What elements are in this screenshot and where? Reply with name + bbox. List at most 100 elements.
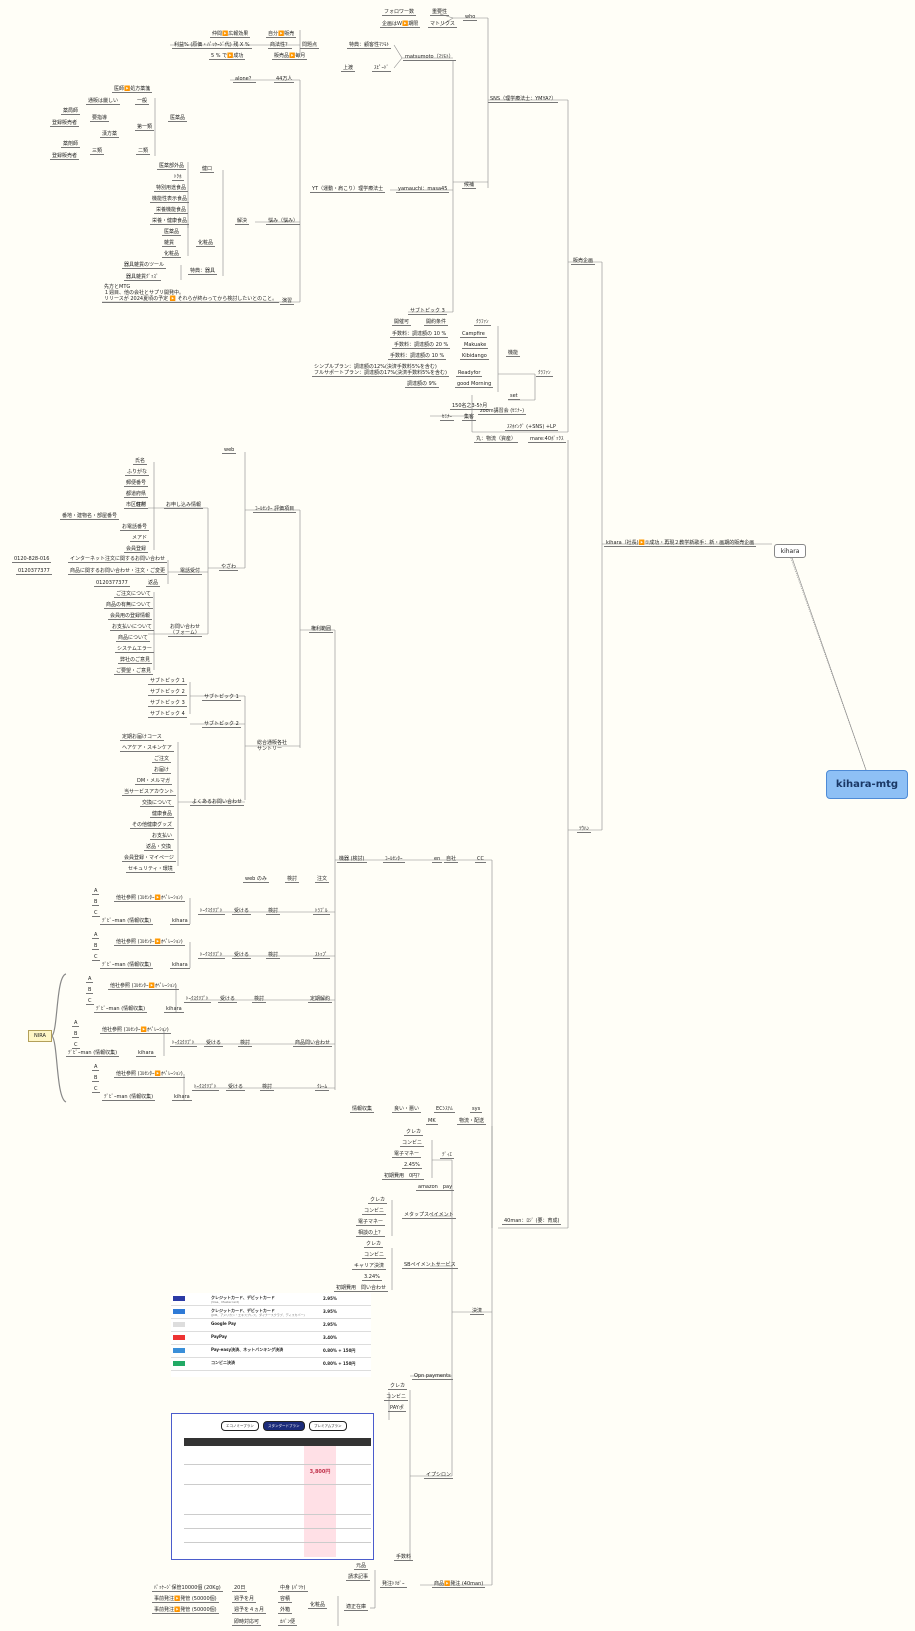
- maru-val[interactable]: mare:40ﾎﾞｯｸｽ: [528, 436, 566, 443]
- kigu-item[interactable]: 器具雑貨ｸﾞｯｽﾞ: [124, 274, 161, 281]
- root-node[interactable]: kihara-mtg: [826, 770, 908, 799]
- mondai-item[interactable]: 自分▶️販売: [266, 31, 297, 38]
- keshohin-node[interactable]: 化粧品: [196, 240, 216, 247]
- sougou-node[interactable]: 総合通販各社 サントリー: [257, 740, 288, 752]
- enshu-node[interactable]: 演習: [280, 298, 295, 305]
- sb-node[interactable]: SBペイメントサービス: [402, 1262, 458, 1269]
- epsilon-item[interactable]: クレカ: [388, 1383, 408, 1390]
- moushi-item[interactable]: 郵便番号: [124, 480, 149, 487]
- group-step[interactable]: 受ける: [232, 908, 252, 915]
- metaps-node[interactable]: メタップスペイメント: [402, 1212, 456, 1219]
- yokuaru-item[interactable]: 当サービスアカウント: [122, 789, 177, 796]
- moushi-item[interactable]: 氏名: [133, 458, 148, 465]
- mondai-node[interactable]: 問題点: [300, 42, 320, 49]
- smart-node[interactable]: ｽﾏﾎｲﾝｸﾞ (+SNS) +LP: [505, 424, 558, 431]
- metaps-item[interactable]: クレカ: [368, 1197, 388, 1204]
- platform-name[interactable]: Campfire: [460, 331, 487, 338]
- sb-item[interactable]: キャリア決済: [352, 1263, 387, 1270]
- yamauchi-node[interactable]: yamauchi：masa45: [396, 186, 450, 193]
- mk-val[interactable]: 物流・配送: [457, 1118, 487, 1125]
- subtopic-item[interactable]: サブトピック 2: [148, 689, 187, 696]
- otoiawase-item[interactable]: 商品の有無について: [104, 602, 153, 609]
- group-owner[interactable]: kihara: [170, 962, 190, 969]
- kiki-item[interactable]: ｺｰﾙｾﾝﾀｰ: [383, 856, 405, 863]
- plan-economy[interactable]: エコノミープラン: [221, 1421, 259, 1431]
- kihara-desc-node[interactable]: kihara（社長)▶️①成功・再現２教学新歌手：新・画期的販売企画: [604, 540, 757, 547]
- metaps-item[interactable]: コンビニ: [362, 1208, 387, 1215]
- denwa-text[interactable]: 商品に関するお問い合わせ・注文・ご変更: [68, 568, 168, 575]
- yokuaru-item[interactable]: 定期お届けコース: [120, 734, 164, 741]
- plan-premium[interactable]: プレミアムプラン: [309, 1421, 347, 1431]
- epsilon-item[interactable]: PAYポ: [388, 1405, 406, 1412]
- hyouka-node[interactable]: ｺｰﾙｾﾝﾀｰ 評価項目: [253, 506, 297, 513]
- bottom-row-c[interactable]: ｶﾊﾞﾝ便: [278, 1619, 298, 1626]
- group-tail[interactable]: ｸﾚｰﾑ: [315, 1084, 330, 1091]
- group-ref[interactable]: 他社参照 (ｺﾙｾﾝﾀｰ▶️ｵﾍﾟﾚｰｼｮﾝ): [108, 983, 179, 990]
- iyakuhin-item[interactable]: 薬局師: [61, 108, 81, 115]
- group-step[interactable]: ﾄｰｸｽｸﾘﾌﾟﾄ: [198, 952, 225, 959]
- bottom-row-c[interactable]: 外箱: [278, 1607, 293, 1614]
- bottom-row-a[interactable]: 事前発注▶️発管 (50000個): [152, 1596, 219, 1603]
- sys-node[interactable]: sys: [470, 1106, 483, 1113]
- group-tail[interactable]: ｽﾄｯﾌﾟ: [313, 952, 330, 959]
- bottom-row-b[interactable]: 20日: [232, 1585, 248, 1592]
- otoiawase-item[interactable]: 会員用の登録情報: [108, 613, 153, 620]
- denwa-node[interactable]: 電話受付: [178, 568, 203, 575]
- group-step[interactable]: ﾄｰｸｽｸﾘﾌﾟﾄ: [192, 1084, 219, 1091]
- kentou-node[interactable]: 検討: [285, 876, 300, 883]
- group-owner[interactable]: kihara: [136, 1050, 156, 1057]
- yokuaru-item[interactable]: ご注文: [152, 756, 172, 763]
- group-letter[interactable]: B: [92, 899, 100, 906]
- otoiawase-item[interactable]: ご注文について: [114, 591, 153, 598]
- kigu-node[interactable]: 特典：器具: [188, 268, 218, 275]
- group-tail[interactable]: ﾄﾗﾌﾞﾙ: [313, 908, 330, 915]
- subtopic-item[interactable]: サブトピック 1: [148, 678, 187, 685]
- platform-name[interactable]: Readyfor: [456, 370, 483, 377]
- keshohin-item[interactable]: 化粧品: [162, 251, 182, 258]
- subtopic3-node[interactable]: サブトピック 3: [408, 308, 447, 315]
- d-item[interactable]: 電子マネー: [392, 1151, 422, 1158]
- group-step[interactable]: 受ける: [232, 952, 252, 959]
- epsilon-node[interactable]: イプシロン: [424, 1472, 454, 1479]
- mondai-item[interactable]: 5 % で▶️成功: [209, 53, 246, 60]
- otoiawase-item[interactable]: 商品について: [116, 635, 150, 642]
- zoom-node[interactable]: zoom講習会 (ｾﾐﾅｰ): [478, 408, 527, 415]
- iyakuhin-item[interactable]: 漢方薬: [100, 131, 120, 138]
- iyakuhin-item[interactable]: 登録販売者: [50, 153, 80, 160]
- platform-name[interactable]: Kibidango: [460, 353, 489, 360]
- hassou-node[interactable]: 発注ﾄﾘｶﾞｰ: [380, 1581, 407, 1588]
- kenko-node[interactable]: 健口: [200, 166, 215, 173]
- sys-item[interactable]: 良い・悪い: [392, 1106, 422, 1113]
- who-node[interactable]: who: [463, 14, 478, 21]
- d-item[interactable]: クレカ: [404, 1129, 424, 1136]
- yokuaru-item[interactable]: DM・メルマガ: [135, 778, 173, 785]
- platform-fee[interactable]: 手数料：調達額の 10 %: [388, 353, 447, 360]
- platform-fee[interactable]: 調達額の 9%: [405, 381, 439, 388]
- yokuaru-item[interactable]: 健康食品: [150, 811, 175, 818]
- group-letter[interactable]: C: [92, 910, 100, 917]
- kenko-item[interactable]: 特別用途食品: [154, 185, 189, 192]
- group-letter[interactable]: B: [72, 1031, 80, 1038]
- mk-node[interactable]: MK: [426, 1118, 438, 1125]
- group-letter[interactable]: C: [92, 954, 100, 961]
- zoom-item[interactable]: ｾﾐﾅｰ: [440, 414, 455, 421]
- kouho-node[interactable]: 候補: [462, 182, 477, 189]
- group-letter[interactable]: A: [72, 1020, 80, 1027]
- sys-item[interactable]: ECｼｽﾃﾑ: [434, 1106, 455, 1113]
- otoiawase-item[interactable]: システムエラー: [115, 646, 154, 653]
- keshohin-b-node[interactable]: 化粧品: [308, 1602, 328, 1609]
- bottom-row-a[interactable]: 事前発注▶️発管 (50000個): [152, 1607, 219, 1614]
- group-step[interactable]: ﾄｰｸｽｸﾘﾌﾟﾄ: [184, 996, 211, 1003]
- group-tail[interactable]: 商品問い合わせ: [293, 1040, 333, 1047]
- tsuuhan-node[interactable]: ﾂｳﾊﾝ: [577, 826, 592, 833]
- group-step[interactable]: 受ける: [226, 1084, 246, 1091]
- sb-item[interactable]: 3.24%: [362, 1274, 382, 1281]
- chumon-node[interactable]: 注文: [315, 876, 330, 883]
- mondai-item[interactable]: 販売品▶️毎月: [272, 53, 308, 60]
- kiki-item[interactable]: CC: [475, 856, 486, 863]
- keshohin-item[interactable]: 医薬品: [162, 229, 182, 236]
- group-owner[interactable]: kihara: [170, 918, 190, 925]
- gyomu-node[interactable]: 適正在庫: [344, 1604, 369, 1611]
- sub1-node[interactable]: サブトピック 1: [202, 694, 241, 701]
- group-letter[interactable]: B: [92, 943, 100, 950]
